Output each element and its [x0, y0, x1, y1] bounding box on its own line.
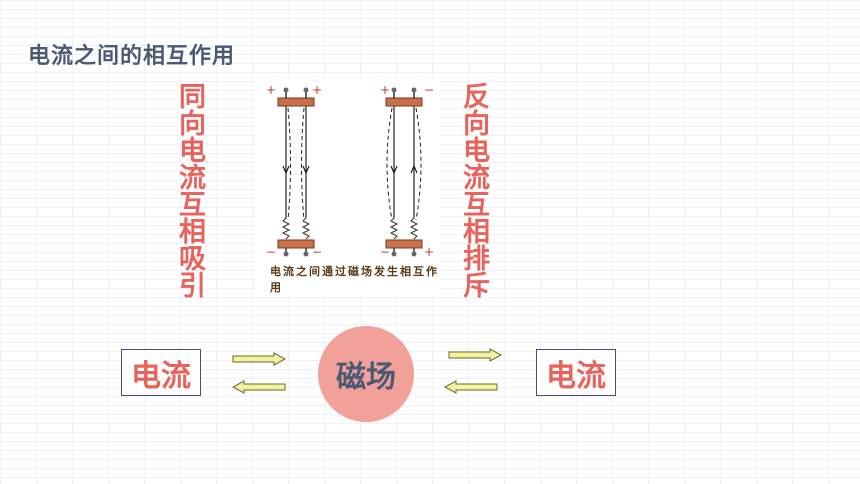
sign-bottom-right-2: +	[424, 245, 434, 259]
label-same-direction-attract: 同向电流互相吸引	[174, 82, 205, 298]
magnetic-field-circle: 磁场	[318, 326, 414, 422]
arrow-left-icon-2	[444, 380, 498, 394]
sign-top-left-1: +	[266, 83, 276, 97]
sign-bottom-left-2: −	[312, 245, 322, 259]
sign-top-right-2: −	[424, 83, 434, 97]
arrow-right-icon	[232, 352, 286, 366]
label-opposite-direction-repel: 反向电流互相排斥	[458, 82, 489, 298]
page-title: 电流之间的相互作用	[28, 44, 236, 69]
sign-bottom-left-1: −	[266, 245, 276, 259]
figure-caption: 电流之间通过磁场发生相互作用	[270, 265, 439, 294]
opposite-direction-wires	[385, 87, 423, 257]
parallel-wires-illustration: + + − − + − − +	[266, 83, 434, 259]
sign-top-left-2: +	[312, 83, 322, 97]
current-box-right: 电流	[536, 349, 616, 396]
same-direction-wires	[277, 87, 315, 257]
arrow-left-icon	[232, 380, 286, 394]
sign-top-right-1: +	[380, 83, 390, 97]
current-box-left: 电流	[121, 349, 201, 396]
arrow-right-icon-2	[448, 348, 502, 362]
sign-bottom-right-1: −	[380, 245, 390, 259]
parallel-wires-figure: + + − − + − − + 电流之间通过磁场发生相互作用	[256, 80, 440, 296]
